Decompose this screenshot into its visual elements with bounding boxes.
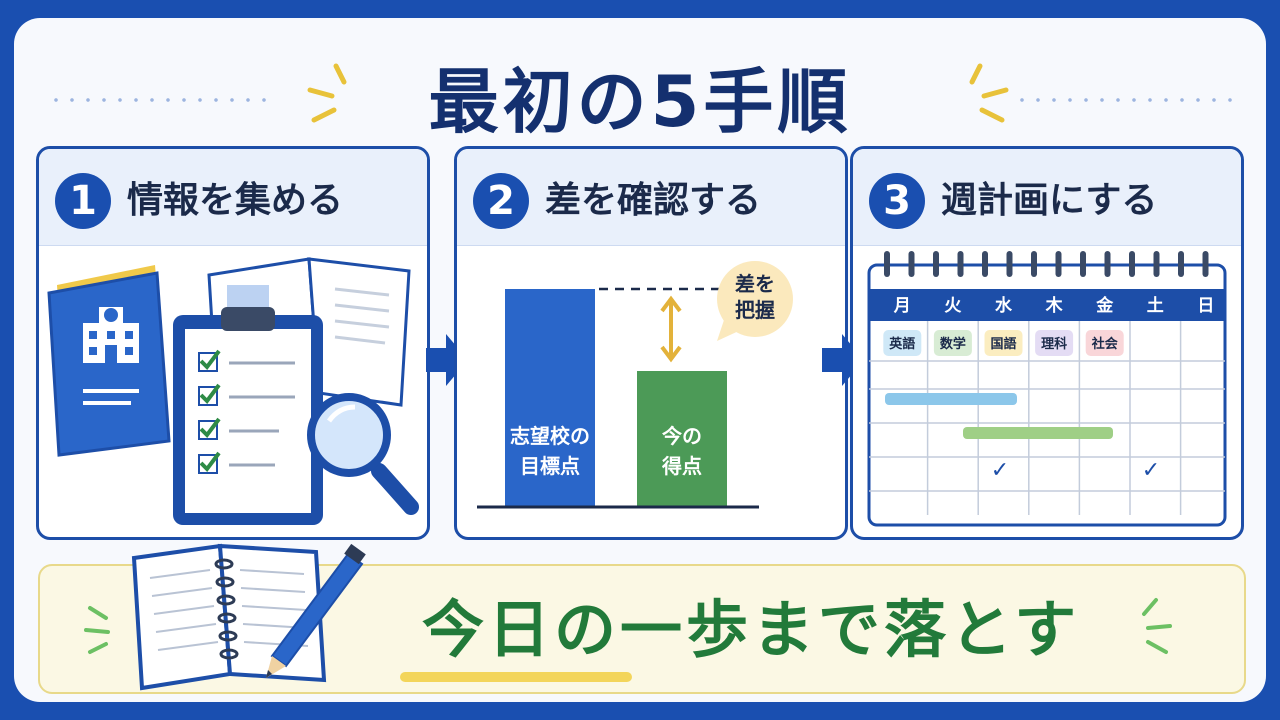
binder-ring <box>1055 251 1062 277</box>
subject-label: 英語 <box>888 336 915 352</box>
subject-label: 社会 <box>1091 336 1119 352</box>
binder-ring <box>884 251 890 277</box>
step-header: 1 情報を集める <box>39 149 427 246</box>
weekly-calendar-illustration: 月 火 水 木 金 土 日 英語 数学 国語 理科 社会 ✓ ✓ <box>867 251 1227 527</box>
day-header: 火 <box>944 296 962 316</box>
step-number-badge: 3 <box>869 173 925 229</box>
arrow-right-icon <box>426 334 468 386</box>
subject-label: 数学 <box>940 336 966 352</box>
step-panel-2: 2 差を確認する 志望校の 目標点 今の 得点 差を 把握 <box>454 146 848 540</box>
subject-chip <box>933 330 972 356</box>
slogan-underline <box>400 672 632 682</box>
check-icon: ✓ <box>1142 458 1160 483</box>
checklist-clipboard-icon <box>173 307 323 525</box>
schedule-bar-blue <box>885 393 1017 405</box>
target-score-bar <box>505 289 595 507</box>
bubble-line1: 差を <box>735 272 775 296</box>
binder-ring <box>1080 251 1086 277</box>
subject-label: 国語 <box>990 336 1016 352</box>
day-header: 日 <box>1197 296 1214 316</box>
sparkle-left-icon <box>307 63 347 123</box>
check-icon: ✓ <box>991 458 1009 483</box>
binder-ring <box>908 251 915 277</box>
binder-ring <box>1129 251 1135 277</box>
sparkle-green-right-icon <box>1142 598 1172 654</box>
notebook-icon <box>131 543 327 691</box>
step-header: 2 差を確認する <box>457 149 845 246</box>
infographic-card: 最初の5手順 1 情報を集める <box>14 18 1266 702</box>
binder-ring <box>1178 251 1184 277</box>
step-title: 差を確認する <box>545 180 762 221</box>
page-title: 最初の5手順 <box>428 61 852 143</box>
subject-chip <box>984 330 1023 356</box>
subject-label: 理科 <box>1041 336 1067 352</box>
day-header: 水 <box>995 295 1013 316</box>
binder-ring <box>933 251 939 277</box>
magnifying-glass-icon <box>307 393 419 515</box>
speech-bubble: 差を 把握 <box>717 261 793 341</box>
sparkle-green-left-icon <box>84 606 110 654</box>
step-header: 3 週計画にする <box>853 149 1241 246</box>
arrow-right-icon <box>822 334 864 386</box>
decor-dots-left <box>48 98 268 102</box>
notebook-pencil-icon <box>131 543 366 691</box>
pencil-icon <box>266 543 366 678</box>
slogan-banner: 今日の一歩まで落とす <box>38 543 1246 694</box>
subject-chip <box>1035 330 1074 356</box>
step-panel-1: 1 情報を集める <box>36 146 430 540</box>
binder-ring <box>1202 251 1209 277</box>
binder-ring <box>1153 251 1160 277</box>
binder-ring <box>1031 251 1037 277</box>
step-title: 情報を集める <box>127 180 344 221</box>
current-label-line1: 今の <box>662 424 702 448</box>
subject-chip <box>1085 330 1124 356</box>
step-number-badge: 1 <box>55 173 111 229</box>
score-gap-illustration: 志望校の 目標点 今の 得点 差を 把握 <box>477 261 793 509</box>
target-label-line2: 目標点 <box>520 454 580 478</box>
gap-double-arrow-icon <box>660 295 682 363</box>
information-illustration <box>47 257 419 525</box>
day-header: 土 <box>1147 295 1164 316</box>
binder-ring <box>1006 251 1013 277</box>
slogan-text: 今日の一歩まで落とす <box>422 593 1081 666</box>
subject-chip <box>883 330 922 356</box>
schedule-bar-green <box>963 427 1113 439</box>
current-score-bar <box>637 371 727 507</box>
current-label-line2: 得点 <box>661 454 702 478</box>
day-header: 金 <box>1095 295 1114 316</box>
sparkle-right-icon <box>969 63 1009 123</box>
target-label-line1: 志望校の <box>510 424 590 448</box>
binder-ring <box>1104 251 1111 277</box>
step-title: 週計画にする <box>941 180 1158 221</box>
step-panel-3: 3 週計画にする 月 火 水 木 金 土 日 英語 数学 国語 理科 社会 ✓ ✓ <box>850 146 1244 540</box>
binder-ring <box>982 251 988 277</box>
school-brochure-icon <box>47 265 171 457</box>
bubble-line2: 把握 <box>735 298 775 322</box>
day-header: 木 <box>1045 295 1064 316</box>
step-number-badge: 2 <box>473 173 529 229</box>
decor-dots-right <box>1014 98 1234 102</box>
day-header: 月 <box>893 296 911 316</box>
binder-ring <box>957 251 964 277</box>
